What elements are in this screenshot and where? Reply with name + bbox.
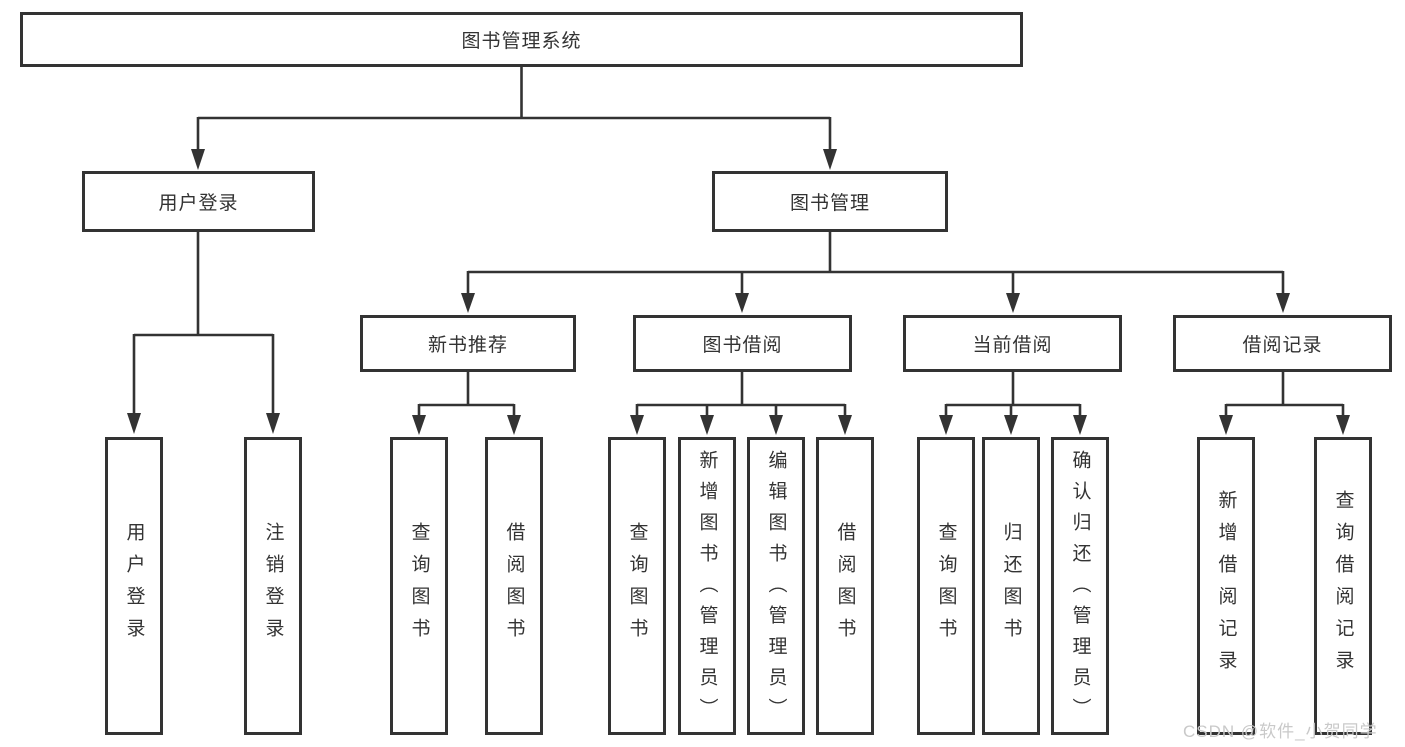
leaf-confirm-return-admin-label: 确认归还（管理员） xyxy=(1069,450,1091,729)
node-book-borrow: 图书借阅 xyxy=(633,315,852,372)
leaf-user-login: 用户登录 xyxy=(105,437,163,735)
node-current-borrow: 当前借阅 xyxy=(903,315,1122,372)
leaf-recommend-borrow-book: 借阅图书 xyxy=(485,437,543,735)
leaf-add-borrow-record-label: 新增借阅记录 xyxy=(1215,490,1237,682)
leaf-add-book-admin: 新增图书（管理员） xyxy=(678,437,736,735)
leaf-current-query-book: 查询图书 xyxy=(917,437,975,735)
leaf-borrow-query-book-label: 查询图书 xyxy=(626,522,648,650)
node-book-borrow-label: 图书借阅 xyxy=(702,335,783,356)
leaf-borrow-query-book: 查询图书 xyxy=(608,437,666,735)
node-current-borrow-label: 当前借阅 xyxy=(972,335,1053,356)
node-book-management: 图书管理 xyxy=(712,171,948,232)
leaf-recommend-query-book-label: 查询图书 xyxy=(408,522,430,650)
leaf-borrow-book: 借阅图书 xyxy=(816,437,874,735)
csdn-watermark: CSDN @软件_小贺同学 xyxy=(1183,722,1378,741)
node-user-login: 用户登录 xyxy=(82,171,315,232)
leaf-logout: 注销登录 xyxy=(244,437,302,735)
node-new-book-recommend-label: 新书推荐 xyxy=(427,335,508,356)
node-user-login-label: 用户登录 xyxy=(158,193,239,214)
arrowheads xyxy=(127,149,1350,435)
leaf-borrow-book-label: 借阅图书 xyxy=(834,522,856,650)
node-new-book-recommend: 新书推荐 xyxy=(360,315,576,372)
node-borrow-record-label: 借阅记录 xyxy=(1242,335,1323,356)
leaf-query-borrow-record-label: 查询借阅记录 xyxy=(1332,490,1354,682)
leaf-logout-label: 注销登录 xyxy=(262,522,284,650)
node-root: 图书管理系统 xyxy=(20,12,1023,67)
leaf-return-book-label: 归还图书 xyxy=(1000,522,1022,650)
leaf-confirm-return-admin: 确认归还（管理员） xyxy=(1051,437,1109,735)
leaf-add-borrow-record: 新增借阅记录 xyxy=(1197,437,1255,735)
leaf-return-book: 归还图书 xyxy=(982,437,1040,735)
leaf-current-query-book-label: 查询图书 xyxy=(935,522,957,650)
leaf-query-borrow-record: 查询借阅记录 xyxy=(1314,437,1372,735)
leaf-recommend-borrow-book-label: 借阅图书 xyxy=(503,522,525,650)
leaf-user-login-label: 用户登录 xyxy=(123,522,145,650)
leaf-edit-book-admin-label: 编辑图书（管理员） xyxy=(765,450,787,729)
leaf-edit-book-admin: 编辑图书（管理员） xyxy=(747,437,805,735)
node-root-label: 图书管理系统 xyxy=(461,31,582,52)
leaf-add-book-admin-label: 新增图书（管理员） xyxy=(696,450,718,729)
node-book-management-label: 图书管理 xyxy=(789,193,870,214)
node-borrow-record: 借阅记录 xyxy=(1173,315,1392,372)
leaf-recommend-query-book: 查询图书 xyxy=(390,437,448,735)
